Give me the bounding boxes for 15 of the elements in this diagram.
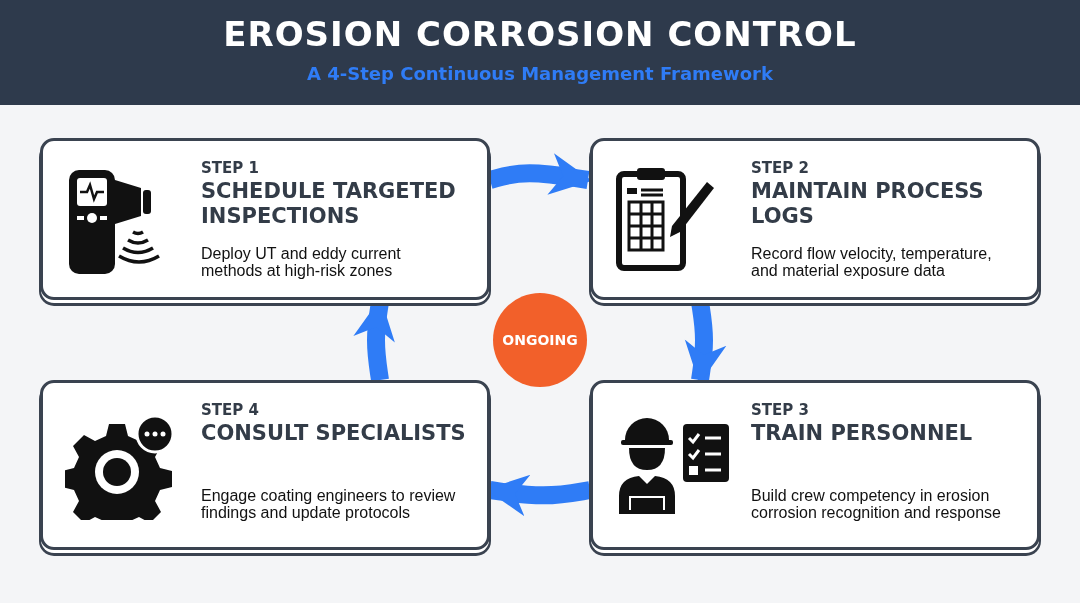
subtitle: A 4-Step Continuous Management Framework <box>306 63 774 84</box>
step-number: STEP 2 <box>751 159 809 177</box>
title: EROSION CORROSION CONTROL <box>222 14 858 54</box>
ongoing-badge: ONGOING <box>493 293 587 387</box>
step-heading: SCHEDULE TARGETED INSPECTIONS <box>201 179 457 229</box>
step-number: STEP 3 <box>751 401 809 419</box>
step-heading: TRAIN PERSONNEL <box>751 421 974 446</box>
step-number: STEP 4 <box>201 401 259 419</box>
step-description: Build crew competency in erosion corrosion recognition and response <box>751 487 1002 521</box>
step-number: STEP 1 <box>201 159 259 177</box>
step-heading: MAINTAIN PROCESS LOGS <box>751 179 985 229</box>
step-description: Engage coating engineers to review findings and update protocols <box>201 487 457 521</box>
step-description: Record flow velocity, temperature, and material exposure data <box>751 245 993 279</box>
step-description: Deploy UT and eddy current methods at high-risk zones <box>201 245 402 279</box>
step-heading: CONSULT SPECIALISTS <box>201 421 467 446</box>
